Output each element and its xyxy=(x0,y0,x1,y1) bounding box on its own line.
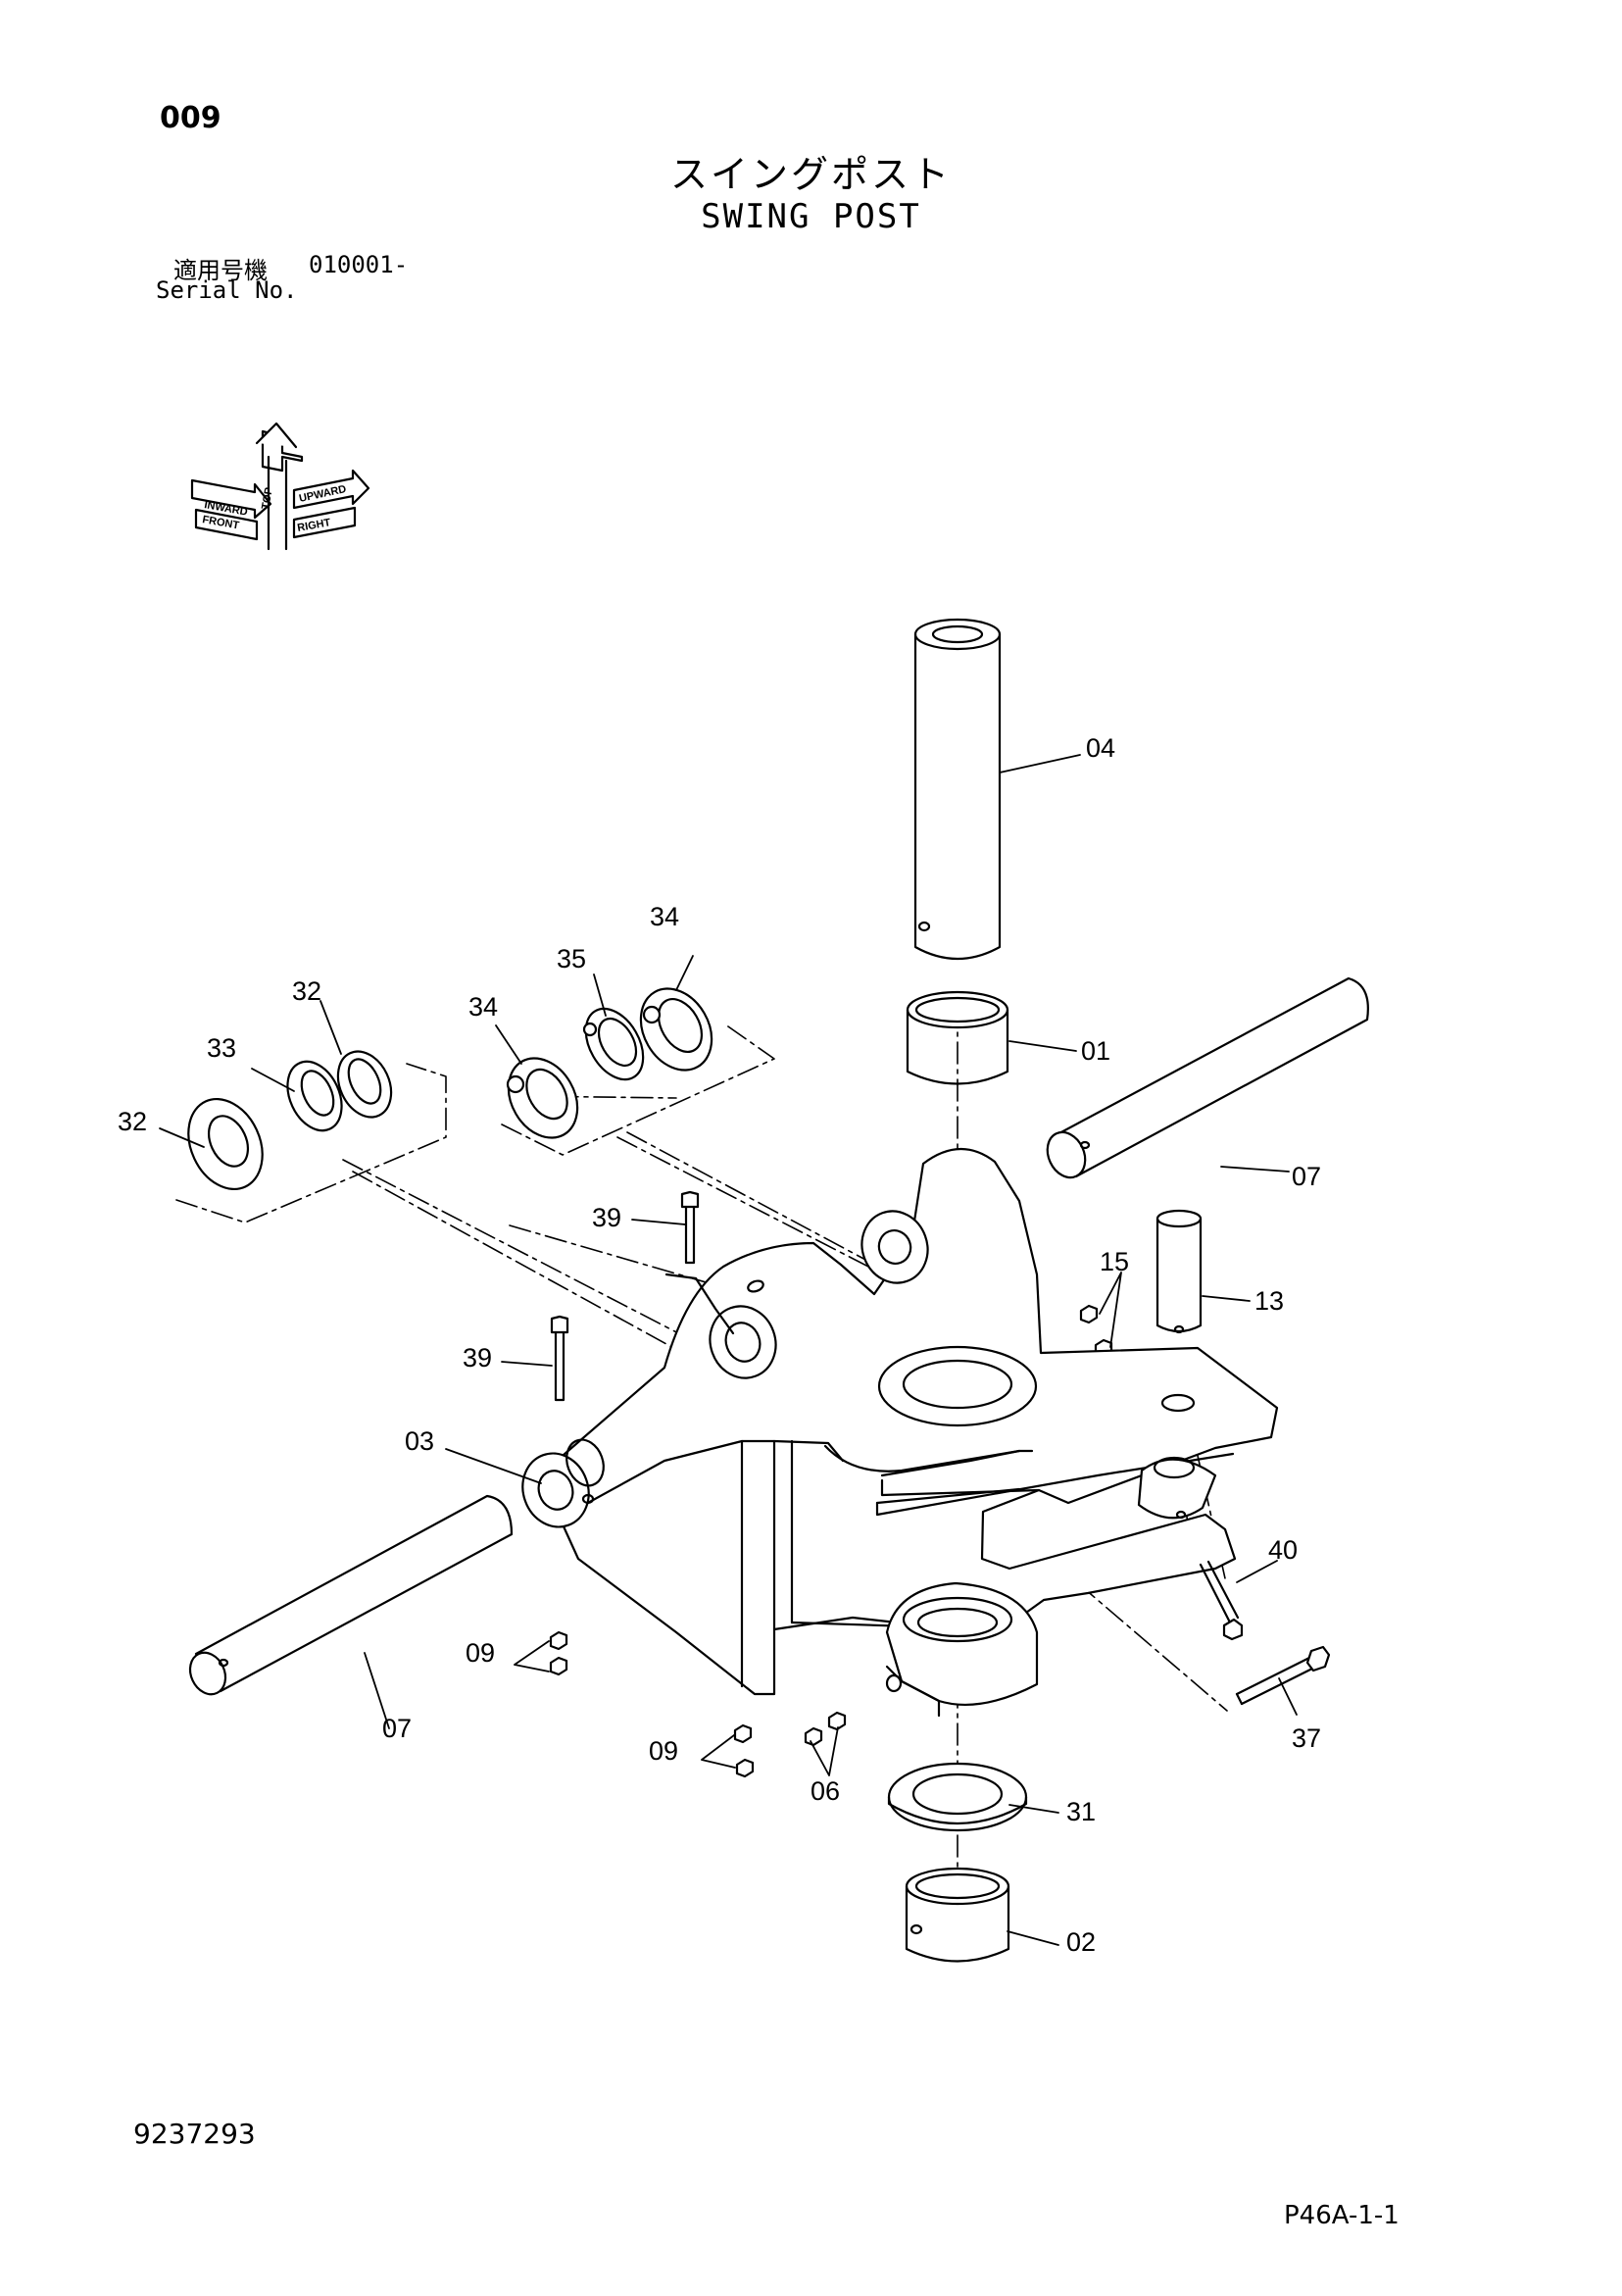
part-39-bolt-upper xyxy=(680,1190,700,1265)
callout-37: 37 xyxy=(1292,1723,1321,1753)
callout-09-left: 09 xyxy=(466,1638,495,1668)
part-02-bushing-lower xyxy=(905,1867,1010,1963)
direction-top-label: TOP xyxy=(260,486,275,510)
callout-07-left: 07 xyxy=(382,1714,412,1743)
serial-label-japanese: 適用号機 xyxy=(173,257,268,284)
part-34-washer-top xyxy=(639,987,713,1072)
part-13-pin-small xyxy=(1155,1209,1203,1334)
callout-leader-lines xyxy=(159,754,1298,1946)
part-callout-labels: 04 01 07 13 15 39 39 03 34 35 34 32 33 3… xyxy=(118,733,1321,1957)
serial-label-english: Serial No. xyxy=(156,276,298,304)
callout-33: 33 xyxy=(207,1033,236,1063)
part-15-nuts xyxy=(1079,1304,1113,1359)
part-03-swing-post-body xyxy=(521,1147,1279,1718)
part-37-bolt xyxy=(1235,1645,1331,1706)
callout-13: 13 xyxy=(1254,1286,1284,1316)
part-33-shim xyxy=(286,1060,343,1132)
callout-03: 03 xyxy=(405,1426,434,1456)
callout-32-left: 32 xyxy=(118,1107,147,1136)
callout-34-top: 34 xyxy=(650,902,679,931)
callout-40: 40 xyxy=(1268,1535,1298,1565)
callout-06: 06 xyxy=(811,1776,840,1806)
direction-indicator-icon: TOP FRONT RIGHT INWARD UPWARD xyxy=(190,422,370,551)
part-07-pin-left xyxy=(188,1494,514,1696)
direction-right-label: RIGHT xyxy=(296,517,331,534)
callout-01: 01 xyxy=(1081,1036,1110,1066)
callout-39-lower: 39 xyxy=(463,1343,492,1373)
callout-34-left: 34 xyxy=(468,992,498,1022)
part-07-pin-right xyxy=(1046,976,1369,1179)
callout-35: 35 xyxy=(557,944,586,973)
title-japanese: スイングポスト xyxy=(669,153,952,196)
part-06-nuts xyxy=(804,1711,847,1747)
part-01-bushing-upper xyxy=(906,990,1009,1085)
part-32-washer-left xyxy=(187,1097,264,1191)
serial-number-range: 010001- xyxy=(309,251,409,278)
part-34-washer-left xyxy=(506,1057,579,1139)
title-english: SWING POST xyxy=(701,197,921,236)
callout-09-bottom: 09 xyxy=(649,1736,678,1766)
part-32-washer-top xyxy=(336,1050,393,1119)
part-09-nuts-bottom xyxy=(733,1723,755,1778)
part-35-shim xyxy=(582,1007,645,1081)
shim-group-left-outline xyxy=(175,1063,447,1223)
document-number: 9237293 xyxy=(133,2118,256,2150)
callout-31: 31 xyxy=(1066,1797,1096,1826)
callout-07-right: 07 xyxy=(1292,1162,1321,1191)
part-09-nuts-left xyxy=(549,1630,568,1676)
page-number: 009 xyxy=(160,101,221,135)
page-reference: P46A-1-1 xyxy=(1284,2201,1400,2230)
part-04-pin-upper xyxy=(913,618,1002,961)
callout-39-upper: 39 xyxy=(592,1203,621,1232)
part-40-bolt xyxy=(1199,1560,1244,1641)
callout-15: 15 xyxy=(1100,1247,1129,1276)
callout-04: 04 xyxy=(1086,733,1115,763)
part-39-bolt-lower xyxy=(550,1315,569,1402)
part-31-thrust-washer xyxy=(887,1762,1028,1832)
callout-02: 02 xyxy=(1066,1927,1096,1957)
callout-32-top: 32 xyxy=(292,976,321,1006)
